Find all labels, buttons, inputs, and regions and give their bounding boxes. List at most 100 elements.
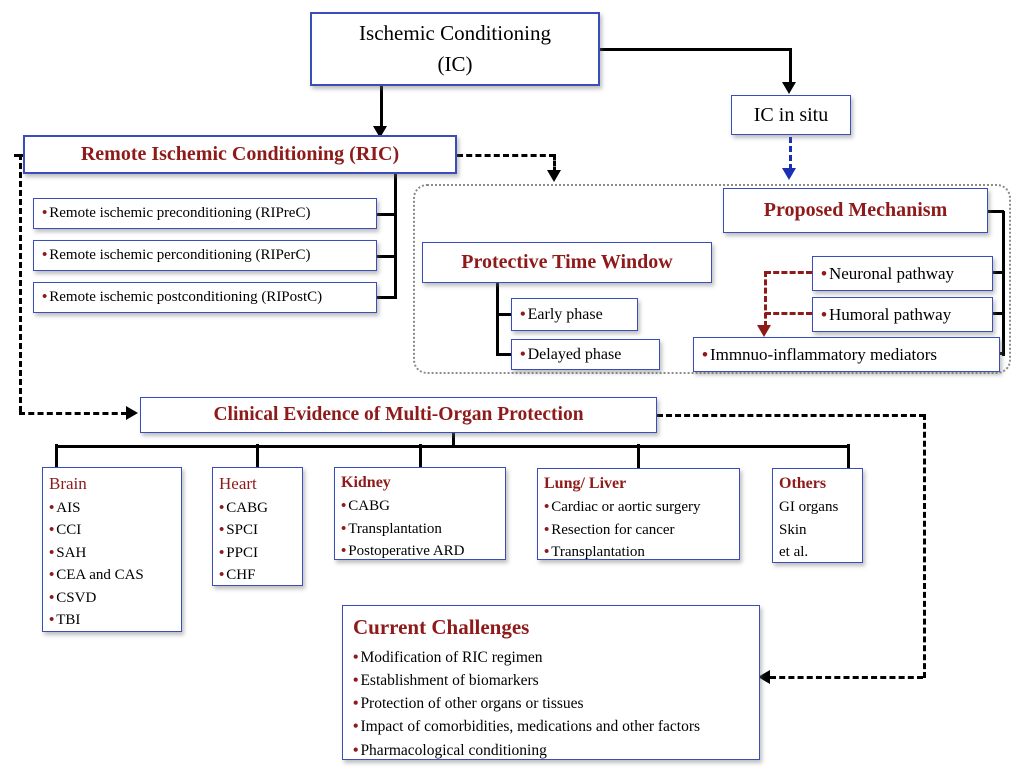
challenge-item: Protection of other organs or tissues: [353, 692, 749, 715]
organ-item: CHF: [219, 564, 296, 587]
organ-item: PPCI: [219, 542, 296, 565]
organ-list-kidney: CABG Transplantation Postoperative ARD: [341, 495, 499, 563]
organ-item: CABG: [341, 495, 499, 518]
bracket-ptw-stub-early: [496, 313, 512, 316]
organ-item: Cardiac or aortic surgery: [544, 496, 733, 519]
organ-title-lung-liver: Lung/ Liver: [544, 475, 627, 492]
organ-title-others: Others: [779, 475, 827, 492]
arrowhead-ic-to-icsitu: [782, 82, 796, 94]
neuronal-label: Neuronal pathway: [821, 264, 954, 284]
clinical-label: Clinical Evidence of Multi-Organ Protect…: [213, 404, 584, 425]
organ-item: Transplantation: [341, 518, 499, 541]
challenges-title: Current Challenges: [353, 615, 530, 639]
arrowhead-ric-to-group: [547, 170, 561, 182]
node-ripostc: Remote ischemic postconditioning (RIPost…: [33, 282, 377, 313]
node-immnuo-inflammatory: Immnuo-inflammatory mediators: [693, 337, 1000, 372]
dashed-neuronal-h: [765, 270, 812, 274]
challenge-item: Modification of RIC regimen: [353, 646, 749, 669]
dashed-icsitu-to-group: [788, 137, 792, 170]
dashed-ric-to-group-v: [552, 153, 556, 173]
arrowhead-to-challenges: [758, 670, 770, 684]
node-proposed-mechanism: Proposed Mechanism: [723, 188, 988, 233]
ptw-label: Protective Time Window: [461, 251, 673, 273]
dashed-ric-to-clinical: [18, 411, 127, 415]
bracket-organs-drop-brain: [54, 444, 58, 467]
node-organ-lung-liver: Lung/ Liver Cardiac or aortic surgery Re…: [537, 468, 740, 560]
dotted-group-container: [413, 184, 1011, 374]
organ-item: CCI: [49, 519, 175, 542]
early-phase-label: Early phase: [520, 306, 603, 324]
bracket-pm-stub-humoral: [991, 312, 1004, 315]
node-ripreс: Remote ischemic preconditioning (RIPreC): [33, 198, 377, 229]
bracket-ric-vertical: [393, 174, 397, 299]
node-protective-time-window: Protective Time Window: [422, 242, 712, 283]
organ-item: SAH: [49, 542, 175, 565]
ripostc-label: Remote ischemic postconditioning (RIPost…: [42, 289, 322, 306]
organ-list-lung-liver: Cardiac or aortic surgery Resection for …: [544, 496, 733, 564]
connector-ic-to-icsitu-h: [598, 47, 790, 51]
challenges-list: Modification of RIC regimen Establishmen…: [353, 646, 749, 762]
bracket-ric-stub-3: [377, 295, 395, 299]
humoral-label: Humoral pathway: [821, 305, 951, 325]
bracket-organs-center-stub: [451, 433, 455, 446]
organ-item: CSVD: [49, 587, 175, 610]
organ-item: AIS: [49, 497, 175, 520]
node-current-challenges: Current Challenges Modification of RIC r…: [342, 605, 760, 760]
challenge-item: Pharmacological conditioning: [353, 739, 749, 762]
arrowhead-to-clinical: [126, 406, 138, 420]
connector-ic-to-ric: [379, 86, 383, 128]
bracket-organs-drop-lung: [636, 444, 640, 468]
arrowhead-icsitu-to-group: [782, 168, 796, 180]
ic-label-line2: (IC): [437, 52, 473, 76]
node-riperc: Remote ischemic perconditioning (RIPerC): [33, 240, 377, 271]
bracket-organs-drop-others: [846, 444, 850, 468]
dashed-pathways-v: [763, 270, 767, 327]
bracket-ric-stub-1: [377, 212, 395, 216]
organ-item: et al.: [779, 544, 809, 560]
pm-label: Proposed Mechanism: [763, 199, 948, 221]
challenge-item: Impact of comorbidities, medications and…: [353, 715, 749, 738]
dashed-to-challenges-h: [770, 676, 923, 679]
arrowhead-to-immnuo: [757, 325, 771, 337]
node-delayed-phase: Delayed phase: [511, 339, 660, 370]
organ-title-heart: Heart: [219, 474, 257, 493]
bracket-organs-drop-kidney: [418, 444, 422, 467]
node-ric: Remote Ischemic Conditioning (RIC): [23, 135, 457, 174]
delayed-phase-label: Delayed phase: [520, 346, 622, 364]
organ-item: GI organs: [779, 499, 839, 515]
bracket-pm-stub-neuronal: [991, 271, 1004, 274]
dashed-clinical-right-v: [922, 413, 926, 678]
organ-item: CEA and CAS: [49, 564, 175, 587]
node-organ-others: Others GI organs Skin et al.: [772, 468, 863, 563]
dashed-clinical-right-h: [657, 413, 925, 417]
connector-ic-to-icsitu-v: [788, 47, 792, 84]
dashed-ric-to-group-h: [457, 153, 555, 157]
ric-label: Remote Ischemic Conditioning (RIC): [80, 143, 400, 165]
organ-item: Transplantation: [544, 541, 733, 564]
organ-list-brain: AIS CCI SAH CEA and CAS CSVD TBI: [49, 497, 175, 632]
organ-title-kidney: Kidney: [341, 474, 391, 491]
bracket-pm-stub-title: [986, 209, 1004, 213]
bracket-ptw-stub-delayed: [496, 352, 512, 356]
organ-item: TBI: [49, 609, 175, 632]
organ-item: CABG: [219, 497, 296, 520]
bracket-pm-stub-immnuo: [997, 352, 1005, 355]
ic-label-line1: Ischemic Conditioning: [359, 20, 551, 45]
organ-list-heart: CABG SPCI PPCI CHF: [219, 497, 296, 587]
bracket-ric-stub-2: [377, 254, 395, 258]
organ-list-others: GI organs Skin et al.: [779, 496, 856, 564]
riprec-label: Remote ischemic preconditioning (RIPreC): [42, 205, 310, 222]
ic-in-situ-label: IC in situ: [753, 103, 829, 126]
node-humoral-pathway: Humoral pathway: [812, 297, 993, 332]
node-early-phase: Early phase: [511, 298, 638, 331]
node-organ-kidney: Kidney CABG Transplantation Postoperativ…: [334, 467, 506, 560]
node-ischemic-conditioning: Ischemic Conditioning (IC): [310, 12, 600, 86]
bracket-organs-drop-heart: [255, 444, 259, 467]
node-clinical-evidence: Clinical Evidence of Multi-Organ Protect…: [140, 397, 657, 433]
ic-label: Ischemic Conditioning (IC): [359, 18, 551, 81]
dashed-ric-left-vertical: [18, 153, 22, 412]
node-ic-in-situ: IC in situ: [731, 95, 851, 135]
organ-title-brain: Brain: [49, 474, 87, 493]
immnuo-label: Immnuo-inflammatory mediators: [702, 345, 937, 365]
